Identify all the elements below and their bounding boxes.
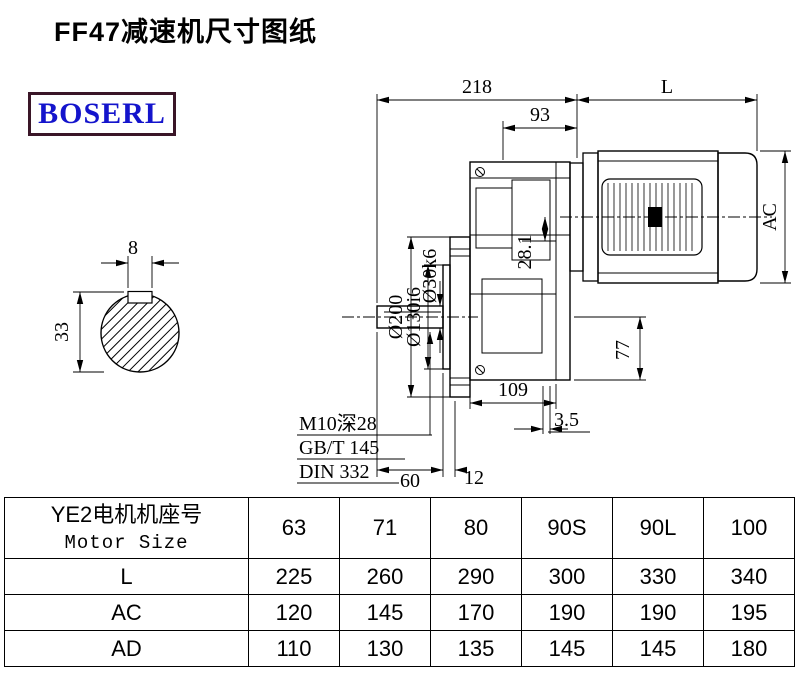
screw-icon — [475, 167, 485, 375]
cell-AD-3: 145 — [521, 630, 613, 667]
dim-label-dia30: Ø30k6 — [419, 249, 441, 303]
dim-label-33: 33 — [51, 322, 73, 342]
dim-label-28-1: 28.1 — [514, 235, 536, 270]
brand-logo-text: BOSERL — [38, 97, 166, 130]
gearbox-motor-view — [342, 150, 772, 398]
table-row-L: L 225 260 290 300 330 340 — [4, 558, 795, 595]
fan-cover — [717, 152, 758, 282]
shaft-end-view — [73, 256, 180, 373]
table-row-AC: AC 120 145 170 190 190 195 — [4, 594, 795, 631]
dim-label-60: 60 — [400, 470, 420, 492]
dim-label-218: 218 — [462, 76, 492, 98]
header-motor-size: YE2电机机座号 Motor Size — [4, 497, 249, 559]
cell-AD-1: 130 — [339, 630, 431, 667]
cell-L-2: 290 — [430, 558, 522, 595]
cell-L-4: 330 — [612, 558, 704, 595]
cell-AC-2: 170 — [430, 594, 522, 631]
shaft-section-circle — [100, 293, 180, 373]
size-90l: 90L — [612, 497, 704, 559]
technical-drawing: 8 33 218 L 93 28.1 AC Ø200 Ø130i6 Ø30k6 … — [51, 76, 791, 492]
dimension-lines — [297, 94, 791, 484]
dim-label-77: 77 — [612, 340, 634, 360]
cell-AC-1: 145 — [339, 594, 431, 631]
row-label-AD: AD — [4, 630, 249, 667]
header-en: Motor Size — [64, 532, 189, 554]
cell-L-3: 300 — [521, 558, 613, 595]
page-title: FF47减速机尺寸图纸 — [54, 17, 318, 47]
cell-L-0: 225 — [248, 558, 340, 595]
note-din: DIN 332 — [299, 461, 370, 483]
size-63: 63 — [248, 497, 340, 559]
note-gbt: GB/T 145 — [299, 437, 379, 459]
gearbox-housing — [469, 161, 571, 381]
motor-nameplate — [648, 207, 662, 227]
cell-AC-3: 190 — [521, 594, 613, 631]
cell-L-1: 260 — [339, 558, 431, 595]
motor-fin-frame — [601, 178, 703, 256]
size-90s: 90S — [521, 497, 613, 559]
size-80: 80 — [430, 497, 522, 559]
dim-label-8: 8 — [128, 237, 138, 259]
dim-label-109: 109 — [498, 379, 528, 401]
row-label-L: L — [4, 558, 249, 595]
cell-AC-0: 120 — [248, 594, 340, 631]
dimension-labels: 8 33 218 L 93 28.1 AC Ø200 Ø130i6 Ø30k6 … — [51, 76, 781, 492]
table-header-row: YE2电机机座号 Motor Size 63 71 80 90S 90L 100 — [4, 497, 795, 559]
cell-AC-4: 190 — [612, 594, 704, 631]
dim-label-dia200: Ø200 — [385, 295, 407, 339]
size-100: 100 — [703, 497, 795, 559]
cell-AD-5: 180 — [703, 630, 795, 667]
table-row-AD: AD 110 130 135 145 145 180 — [4, 630, 795, 667]
keyway-notch — [127, 290, 153, 304]
brand-logo: BOSERL — [28, 92, 176, 136]
size-71: 71 — [339, 497, 431, 559]
cell-L-5: 340 — [703, 558, 795, 595]
dim-label-93: 93 — [530, 104, 550, 126]
dim-label-3-5: 3.5 — [554, 409, 579, 431]
dim-label-dia130: Ø130i6 — [403, 287, 425, 347]
note-tap: M10深28 — [299, 412, 377, 435]
dim-label-ac: AC — [759, 203, 781, 231]
cell-AD-4: 145 — [612, 630, 704, 667]
cell-AD-0: 110 — [248, 630, 340, 667]
cell-AC-5: 195 — [703, 594, 795, 631]
row-label-AC: AC — [4, 594, 249, 631]
header-cn: YE2电机机座号 — [50, 502, 203, 527]
dim-label-12: 12 — [464, 467, 484, 489]
cell-AD-2: 135 — [430, 630, 522, 667]
motor-size-table: YE2电机机座号 Motor Size 63 71 80 90S 90L 100… — [4, 497, 795, 667]
dim-label-L: L — [661, 76, 673, 98]
